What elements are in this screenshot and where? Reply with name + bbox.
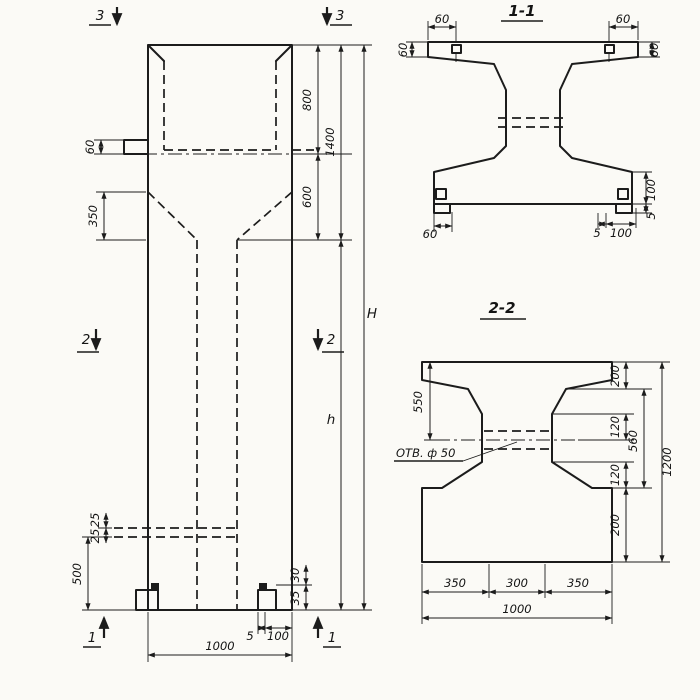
- section-1-1-hidden-lines: [498, 117, 568, 128]
- dim-label-60-r: 60: [647, 43, 661, 58]
- dim-label-25b: 25: [88, 529, 102, 544]
- dim-label-350-l: 350: [444, 576, 466, 590]
- dim-label-550: 550: [411, 391, 425, 413]
- dim-label-35: 35: [288, 591, 302, 606]
- section-marker-3-left: 3: [96, 8, 105, 24]
- dim-label-60-tr: 60: [616, 12, 631, 26]
- dim-label-60-bl: 60: [423, 227, 438, 241]
- section-2-2-underlines: [394, 318, 526, 462]
- dim-label-h: h: [327, 412, 336, 428]
- dim-label-200-b: 200: [608, 514, 622, 536]
- section-marker-2-left: 2: [82, 332, 91, 348]
- dim-label-1400: 1400: [323, 127, 337, 156]
- dim-label-1000-s2: 1000: [502, 602, 531, 616]
- section-1-1-view: 1-1 60 60 60 60 60 100 5 5 100: [396, 2, 661, 241]
- dim-label-H: H: [367, 306, 377, 322]
- dim-label-800: 800: [300, 89, 314, 111]
- section-2-2-view: 2-2 550 200 120 120 200 560 1200 350 300…: [394, 299, 674, 624]
- anchor-plates: [151, 583, 267, 590]
- dim-label-120-b: 120: [608, 464, 622, 486]
- column-outline: [123, 44, 293, 611]
- dim-label-60-l: 60: [396, 43, 410, 58]
- dim-label-200-t: 200: [608, 365, 622, 387]
- section-marker-2-right: 2: [327, 332, 336, 348]
- section-2-2-title: 2-2: [488, 299, 515, 317]
- section-marker-1-left: 1: [88, 630, 97, 646]
- dim-label-600: 600: [300, 186, 314, 208]
- dim-label-100: 100: [267, 629, 289, 643]
- section-marker-1-right: 1: [328, 630, 337, 646]
- hidden-lines: [114, 61, 314, 610]
- marker-underlines: [77, 24, 352, 648]
- dim-label-25a: 25: [88, 513, 102, 528]
- dim-label-60: 60: [83, 140, 97, 155]
- dim-label-1000: 1000: [205, 639, 234, 653]
- dim-label-350: 350: [86, 205, 100, 227]
- dim-label-100-b: 100: [610, 226, 632, 240]
- dim-label-300: 300: [506, 576, 528, 590]
- dim-label-5-r: 5: [644, 212, 658, 219]
- dim-label-100-r: 100: [644, 179, 658, 201]
- dim-label-30: 30: [288, 568, 302, 583]
- main-elevation-view: 3 3 2 2 1 1 60 350 800 600 1400 H h 25 2…: [70, 7, 377, 662]
- dim-label-5-b: 5: [593, 226, 600, 240]
- section-1-1-title: 1-1: [508, 2, 535, 20]
- section-2-2-hole-hidden-lines: [484, 430, 550, 450]
- dim-label-60-tl: 60: [435, 12, 450, 26]
- dim-label-1200: 1200: [660, 447, 674, 476]
- dim-label-5: 5: [246, 629, 253, 643]
- hole-label: ОТВ. ф 50: [396, 446, 455, 460]
- dim-label-120-t: 120: [608, 416, 622, 438]
- dim-label-500: 500: [70, 563, 84, 585]
- dim-label-560: 560: [626, 430, 640, 452]
- dim-label-350-r: 350: [567, 576, 589, 590]
- section-marker-3-right: 3: [336, 8, 345, 24]
- section-1-1-extension-lines: [406, 21, 660, 232]
